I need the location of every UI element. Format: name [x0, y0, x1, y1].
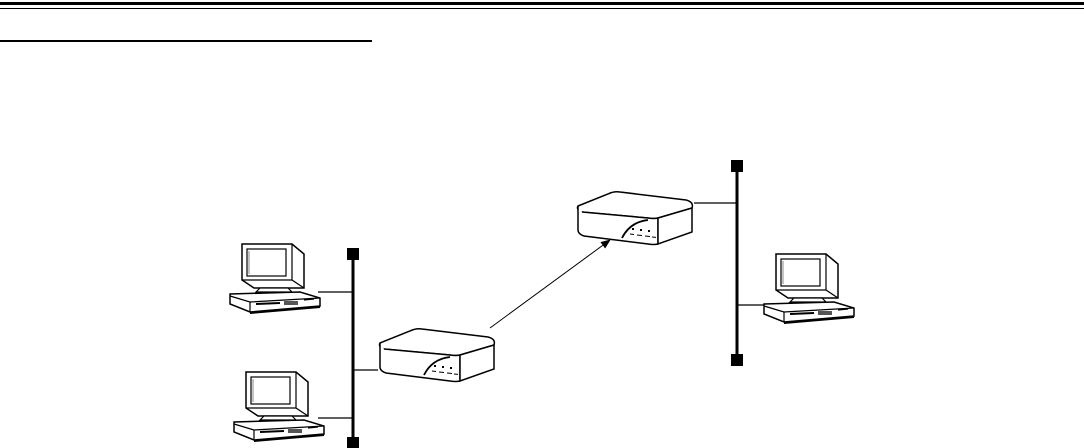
terminator-top: [347, 248, 359, 260]
terminator-bottom: [347, 437, 359, 448]
terminator-bottom: [731, 354, 743, 366]
computer-icon: [234, 372, 324, 442]
drop-cables: [318, 203, 765, 418]
router-icon: [578, 192, 693, 245]
terminator-top: [731, 160, 743, 172]
router-icon: [380, 329, 495, 382]
computer-icon: [230, 244, 320, 314]
computer-icon: [764, 254, 854, 324]
lan-right-backbone: [731, 160, 743, 366]
wan-link-arrow: [490, 240, 610, 328]
